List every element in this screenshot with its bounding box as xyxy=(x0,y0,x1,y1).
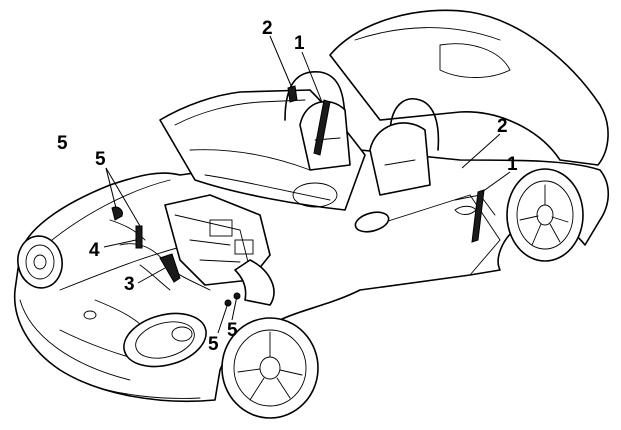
callout-label: 5 xyxy=(95,149,106,170)
headlight-right xyxy=(123,312,207,368)
roll-bar-right xyxy=(389,98,440,151)
seat-right xyxy=(369,122,431,196)
callout-label: 5 xyxy=(208,334,219,355)
engine-bay xyxy=(109,194,275,306)
part-2-rollbar xyxy=(287,85,298,103)
soft-top xyxy=(329,9,609,166)
callout-label: 1 xyxy=(507,154,518,175)
headlight-left xyxy=(17,235,63,289)
front-wheel xyxy=(221,317,319,419)
callout-label: 5 xyxy=(57,133,68,154)
highlighted-parts xyxy=(111,85,485,307)
part-4-sensor xyxy=(135,225,143,249)
part-1-rollbar xyxy=(313,99,331,156)
hood-badge xyxy=(83,310,97,320)
callout-label: 1 xyxy=(294,33,305,54)
callout-label: 4 xyxy=(89,240,100,261)
callout-labels: 2 1 2 1 5 5 4 3 5 5 xyxy=(57,18,518,355)
callout-label: 2 xyxy=(497,116,508,137)
part-3-sensor xyxy=(159,253,181,283)
callout-label: 2 xyxy=(262,18,273,39)
intake-duct xyxy=(234,259,275,306)
callout-label: 3 xyxy=(124,274,135,295)
part-5-hood xyxy=(111,206,123,221)
part-1-rear xyxy=(471,189,485,243)
side-mirror xyxy=(354,211,390,233)
callout-label: 5 xyxy=(227,320,238,341)
rear-wheel xyxy=(506,168,584,262)
cockpit xyxy=(159,71,440,211)
leader-lines xyxy=(103,35,511,334)
